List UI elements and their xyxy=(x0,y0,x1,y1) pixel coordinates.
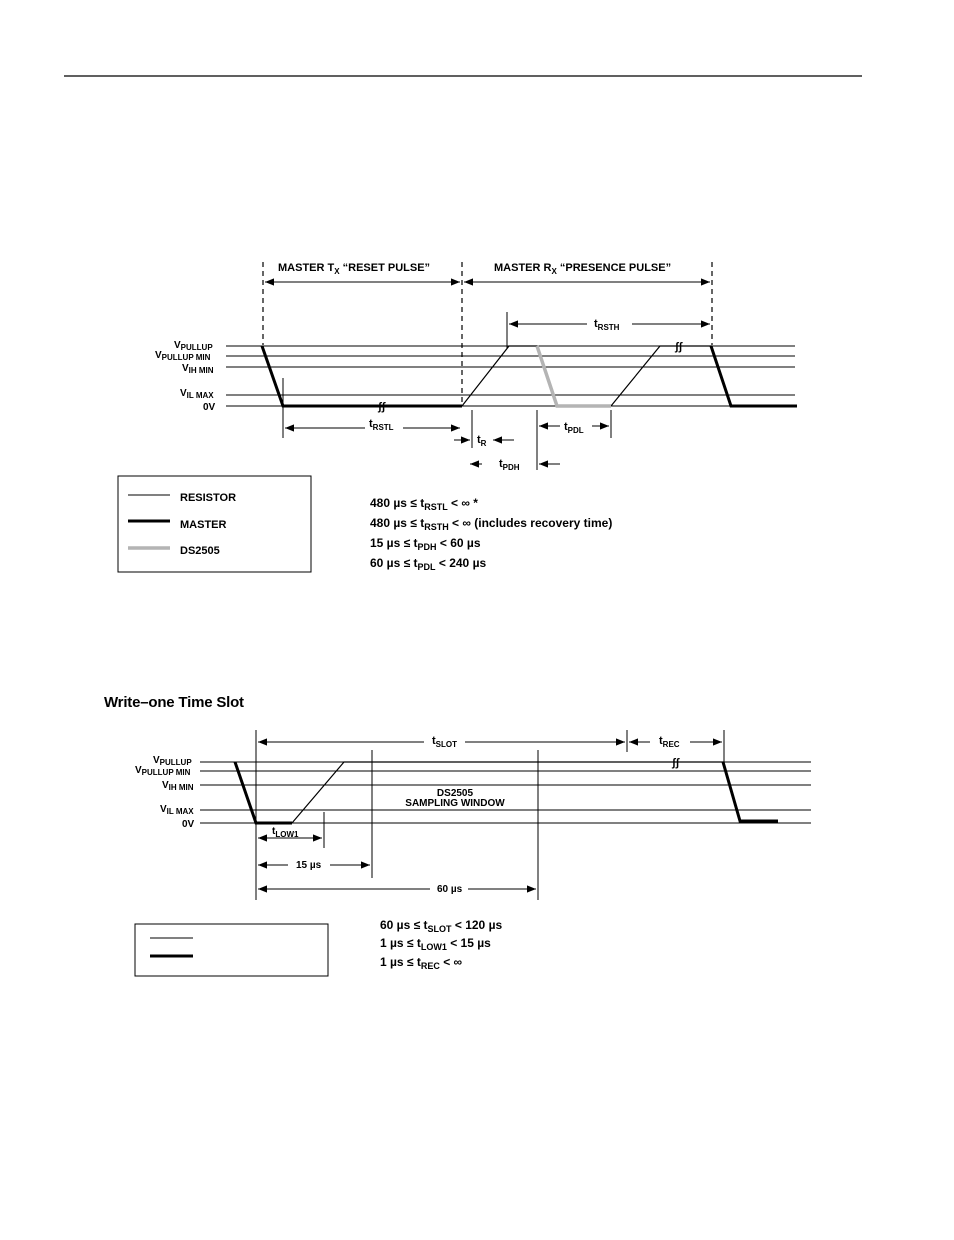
master-tx-label: MASTER TX “RESET PULSE” xyxy=(278,262,430,276)
break-mark: ʃʃ xyxy=(674,341,684,353)
spec-line: 15 µs ≤ tPDH < 60 µs xyxy=(370,536,481,552)
level-vih-min: VIH MIN xyxy=(162,780,194,792)
write-one-spec-list: 60 µs ≤ tSLOT < 120 µs 1 µs ≤ tLOW1 < 15… xyxy=(380,918,502,971)
master-next-waveform xyxy=(709,345,797,408)
spec-line: 1 µs ≤ tREC < ∞ xyxy=(380,955,462,971)
level-vpullup: VPULLUP xyxy=(174,340,213,352)
t-low1-label: tLOW1 xyxy=(272,826,299,839)
master-rx-label: MASTER RX “PRESENCE PULSE” xyxy=(494,262,671,276)
ds2505-presence-waveform xyxy=(535,345,611,408)
dim-15us-label: 15 µs xyxy=(296,860,322,871)
t-pdl-label: tPDL xyxy=(564,421,584,435)
level-0v: 0V xyxy=(182,819,195,830)
level-vih-min: VIH MIN xyxy=(182,363,214,375)
write-one-title: Write–one Time Slot xyxy=(104,694,244,711)
resistor-waveform-rise-2 xyxy=(610,345,712,407)
legend-label-master: MASTER xyxy=(180,519,227,531)
reset-presence-diagram: MASTER TX “RESET PULSE” MASTER RX “PRESE… xyxy=(117,262,797,573)
level-vpullup-min: VPULLUP MIN xyxy=(135,765,191,777)
reference-lines xyxy=(200,761,811,824)
level-vpullup-min: VPULLUP MIN xyxy=(155,350,211,362)
legend xyxy=(134,923,329,977)
t-pdh-label: tPDH xyxy=(499,458,520,472)
write-one-diagram: tSLOT tREC VPULLUP VPULLUP MIN VIH MIN V… xyxy=(134,730,811,977)
spec-line: 480 µs ≤ tRSTL < ∞ * xyxy=(370,496,478,512)
sampling-window-line1: DS2505 xyxy=(437,788,474,799)
t-r-label: tR xyxy=(477,434,487,448)
spec-line: 1 µs ≤ tLOW1 < 15 µs xyxy=(380,936,491,952)
t-slot-label: tSLOT xyxy=(432,735,457,749)
t-rsth-label: tRSTH xyxy=(594,318,620,332)
master-low-waveform xyxy=(233,761,292,825)
break-mark: ʃʃ xyxy=(377,401,387,413)
legend-label-resistor: RESISTOR xyxy=(180,492,236,504)
t-rec-label: tREC xyxy=(659,735,680,749)
level-0v: 0V xyxy=(203,402,216,413)
legend: RESISTOR MASTER DS2505 xyxy=(117,475,312,573)
level-vpullup: VPULLUP xyxy=(153,755,192,767)
spec-line: 60 µs ≤ tSLOT < 120 µs xyxy=(380,918,502,934)
level-vil-max: VIL MAX xyxy=(180,388,214,400)
level-vil-max: VIL MAX xyxy=(160,804,194,816)
dim-60us-label: 60 µs xyxy=(437,884,463,895)
resistor-waveform-rise xyxy=(291,761,724,824)
break-mark: ʃʃ xyxy=(671,757,681,769)
reference-lines xyxy=(226,345,795,407)
spec-line: 480 µs ≤ tRSTH < ∞ (includes recovery ti… xyxy=(370,516,612,532)
spec-line: 60 µs ≤ tPDL < 240 µs xyxy=(370,556,486,572)
resistor-waveform-rise xyxy=(461,345,537,407)
t-rstl-label: tRSTL xyxy=(369,418,394,432)
master-reset-waveform xyxy=(260,345,462,408)
legend-label-ds2505: DS2505 xyxy=(180,545,220,557)
reset-spec-list: 480 µs ≤ tRSTL < ∞ * 480 µs ≤ tRSTH < ∞ … xyxy=(370,496,612,572)
master-next-waveform xyxy=(721,761,778,823)
sampling-window-line2: SAMPLING WINDOW xyxy=(405,798,505,809)
